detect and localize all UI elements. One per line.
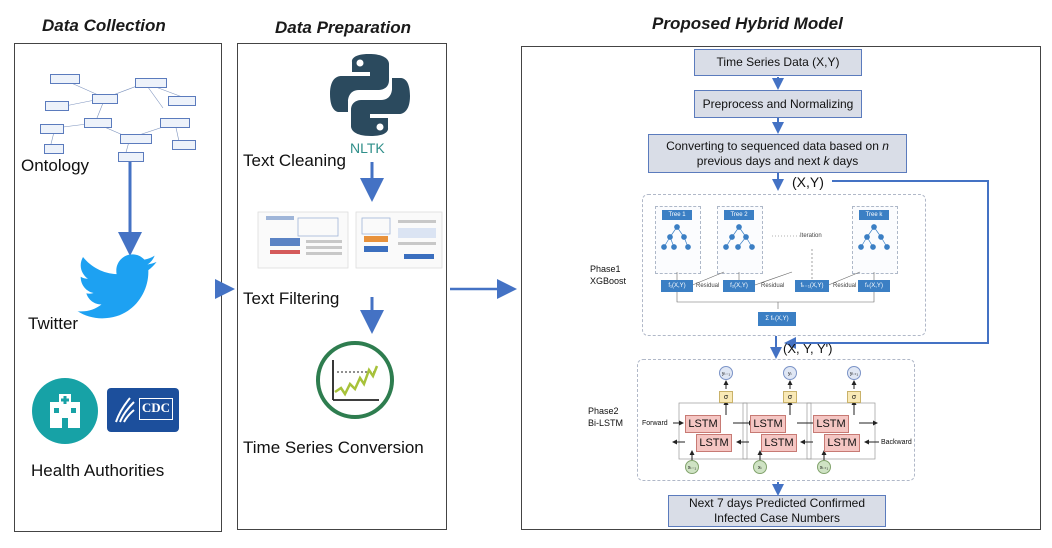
ontology-node [84,118,112,128]
lstm-forward-2: LSTM [750,415,786,433]
sequencing-text-2: previous days and next [696,153,824,168]
k-variable: k [823,153,830,168]
python-logo-icon [330,54,410,136]
lstm-backward-3: LSTM [824,434,860,452]
sum-output-box: Σ fₖ(X,Y) [758,312,796,326]
text-cleaning-label: Text Cleaning [243,151,347,170]
sequencing-text-3: days [829,153,859,168]
data-preparation-panel [237,43,447,530]
output-node-prev: yₜ₋₁ [719,366,733,380]
nltk-label: NLTK [350,140,385,156]
ontology-label: Ontology [21,156,90,175]
sigma-gate-1: σ [719,391,733,403]
time-series-data-box: Time Series Data (X,Y) [694,49,862,76]
twitter-bird-icon [77,254,157,319]
data-collection-title: Data Collection [42,16,166,35]
time-series-chart-icon [316,341,394,419]
ontology-node [50,74,80,84]
decision-trees-graphic [661,224,890,309]
health-authorities-label: Health Authorities [31,461,165,480]
output-node-current: yₜ [783,366,797,380]
f1-output-box: f₁(X,Y) [661,280,693,292]
bilstm-frame [637,359,915,481]
input-node-next: xₜ₊₁ [817,460,831,474]
lstm-backward-2: LSTM [761,434,797,452]
xgboost-frame [642,194,926,336]
ontology-node [168,96,196,106]
ontology-node [45,101,69,111]
ontology-node [160,118,190,128]
n-variable: n [882,138,889,153]
iteration-label: Iteration [800,233,822,239]
text-filtering-label: Text Filtering [243,289,340,308]
lstm-backward-1: LSTM [696,434,732,452]
ontology-node [40,124,64,134]
data-preparation-title: Data Preparation [275,18,412,37]
prediction-output-box: Next 7 days Predicted Confirmed Infected… [668,495,886,527]
tree-1-header: Tree 1 [662,210,692,220]
cdc-logo: CDC [107,388,179,432]
input-node-current: xₜ [753,460,767,474]
fk-output-box: fₖ(X,Y) [858,280,890,292]
ontology-node [135,78,167,88]
sequencing-text-1: Converting to sequenced data based on [666,138,883,153]
residual-label-2: Residual [761,283,785,289]
output-node-next: yₜ₊₁ [847,366,861,380]
hhs-eagle-icon [115,397,135,423]
ontology-node [118,152,144,162]
xyy-label: (X, Y, Y') [783,341,833,356]
xy-label: (X,Y) [792,174,824,190]
sigma-gate-2: σ [783,391,797,403]
twitter-label: Twitter [28,314,79,333]
lstm-forward-1: LSTM [685,415,721,433]
residual-label-1: Residual [696,283,720,289]
health-authority-icon [32,378,98,444]
output-line-1: Next 7 days Predicted Confirmed [688,496,866,510]
sequencing-box: Converting to sequenced data based on n … [648,134,907,173]
proposed-hybrid-model-title: Proposed Hybrid Model [652,14,843,33]
forward-label: Forward [642,420,668,427]
ontology-node [120,134,152,144]
ontology-node [92,94,118,104]
f2-output-box: f₂(X,Y) [723,280,755,292]
sigma-gate-3: σ [847,391,861,403]
fk1-output-box: fₖ₋₁(X,Y) [795,280,829,292]
ontology-node [44,144,64,154]
tree-2-header: Tree 2 [724,210,754,220]
residual-label-3: Residual [833,283,857,289]
ontology-node [172,140,196,150]
cdc-text: CDC [141,400,171,415]
preprocess-box: Preprocess and Normalizing [694,90,862,118]
time-series-conversion-label: Time Series Conversion [243,438,424,457]
tree-k-header: Tree k [859,210,889,220]
text-filtering-thumbnails [257,211,443,269]
backward-label: Backward [881,439,912,446]
output-line-2: Infected Case Numbers [713,511,841,525]
lstm-forward-3: LSTM [813,415,849,433]
bilstm-connections [672,380,879,467]
input-node-prev: xₜ₋₁ [685,460,699,474]
